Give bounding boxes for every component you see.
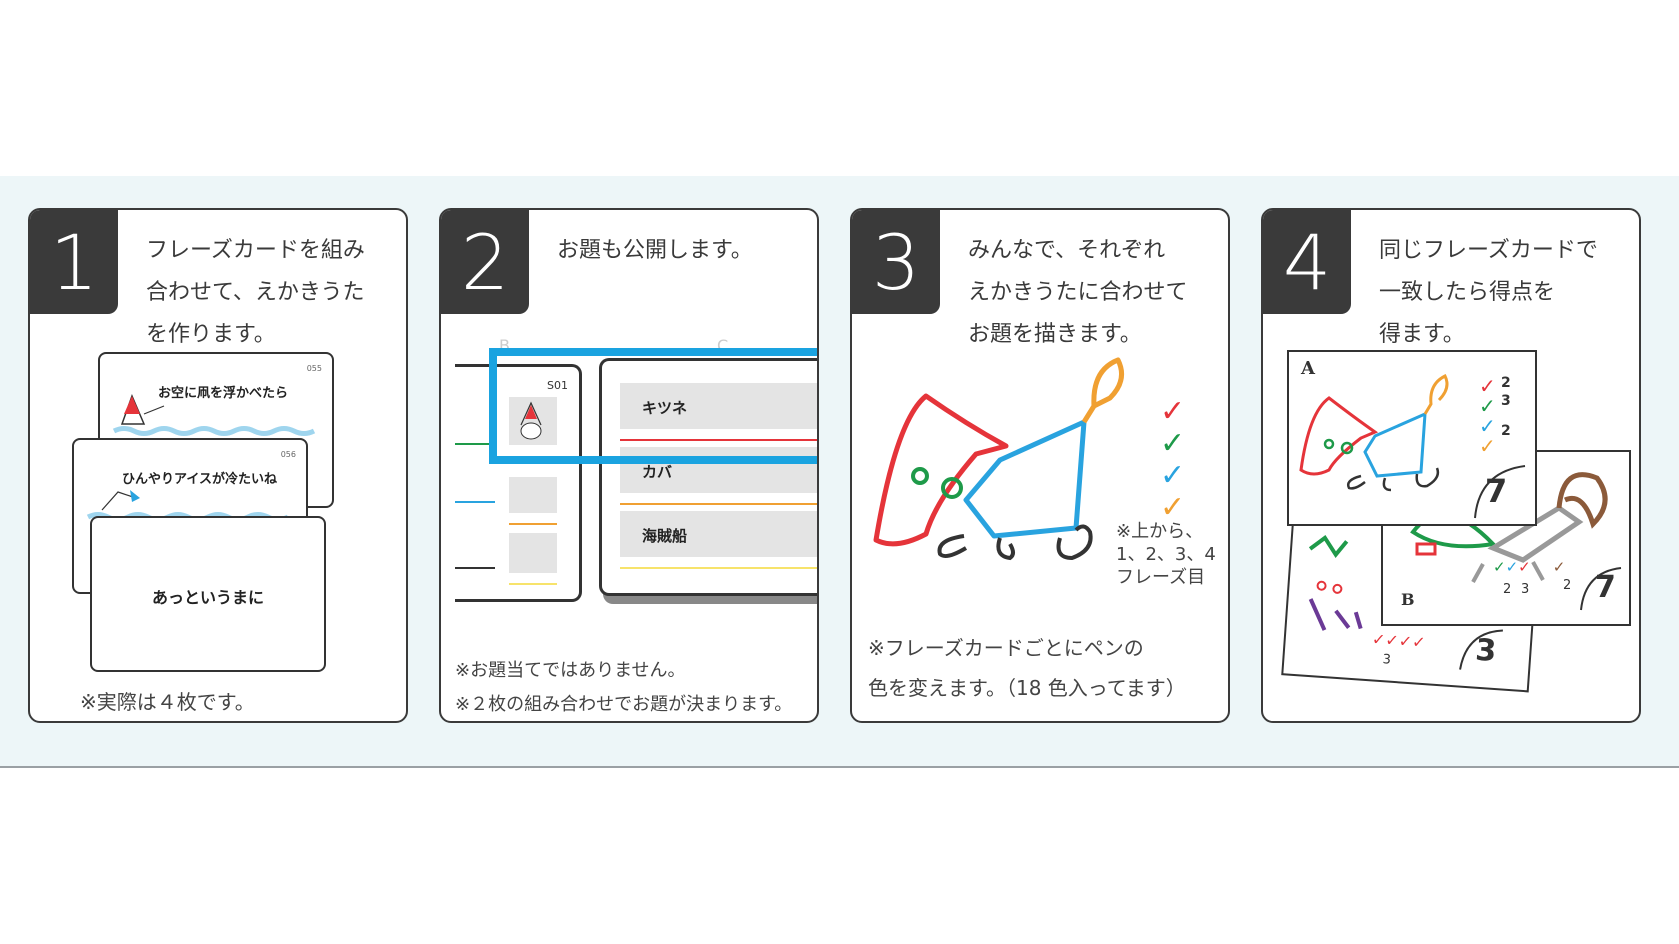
section-letter: B bbox=[499, 336, 510, 355]
score: 7 bbox=[1595, 570, 1616, 605]
step-4-panel: 4 同じフレーズカードで 一致したら得点を 得ます。 C ✓✓✓✓ 3 3 ✓✓… bbox=[1261, 208, 1641, 723]
step-number: 3 bbox=[852, 210, 940, 314]
screen-label: S01 bbox=[547, 379, 568, 392]
fox-drawing bbox=[873, 357, 1125, 561]
step-note: ※２枚の組み合わせでお題が決まります。 bbox=[455, 694, 793, 715]
highlight-frame bbox=[489, 348, 817, 464]
card-number: 055 bbox=[306, 364, 322, 373]
step-number: 2 bbox=[441, 210, 529, 314]
section-letter: C bbox=[717, 336, 729, 355]
card-text: あっというまに bbox=[151, 588, 264, 607]
drawing-sheet: C ✓✓✓✓ 3 3 bbox=[1281, 501, 1541, 693]
step-number: 1 bbox=[30, 210, 118, 314]
drawing-sheet: A ✓ ✓ ✓ ✓ 2 3 2 7 bbox=[1287, 350, 1537, 526]
wave-line bbox=[112, 426, 316, 436]
check-icon: ✓ bbox=[1160, 490, 1186, 525]
topic-label: 海賊船 bbox=[642, 527, 688, 545]
topic-slot: カバ bbox=[620, 447, 817, 493]
check-icon: ✓ bbox=[1160, 426, 1186, 461]
step-note: ※実際は４枚です。 bbox=[80, 690, 255, 714]
step-heading: みんなで、それぞれ えかきうたに合わせて お題を描きます。 bbox=[968, 238, 1188, 347]
order-note: ※上から、 1、2、3、4 フレーズ目 bbox=[1116, 521, 1216, 588]
phrase-card: あっというまに bbox=[90, 516, 326, 672]
step-number: 4 bbox=[1263, 210, 1351, 314]
card-number: 056 bbox=[280, 450, 296, 459]
check-icon: ✓✓✓✓ bbox=[1493, 558, 1566, 576]
pen-color-checks: ✓ ✓ ✓ ✓ bbox=[1160, 396, 1185, 524]
kite-figure-icon bbox=[120, 393, 165, 425]
step-heading: フレーズカードを組み 合わせて、えかきうた を作ります。 bbox=[146, 238, 365, 347]
check-icon: ✓✓✓✓ bbox=[1371, 629, 1427, 653]
sheet-letter: A bbox=[1301, 358, 1315, 379]
tablet-right: キツネ カバ 海賊船 bbox=[599, 358, 817, 596]
step-note: ※フレーズカードごとにペンの 色を変えます。（18 色入ってます） bbox=[868, 636, 1186, 700]
card-text: ひんやりアイスが冷たいね bbox=[122, 472, 277, 487]
step-heading: 同じフレーズカードで 一致したら得点を 得ます。 bbox=[1379, 238, 1598, 347]
sheet-letter: B bbox=[1401, 590, 1415, 609]
step-note: ※お題当てではありません。 bbox=[455, 660, 686, 681]
check-icon: ✓ bbox=[1160, 458, 1186, 493]
pen-color-checks: ✓ ✓ ✓ ✓ bbox=[1479, 374, 1496, 458]
step-2-panel: 2 お題も公開します。 B C S01 キツネ カバ 海 bbox=[439, 208, 819, 723]
step-3-panel: 3 みんなで、それぞれ えかきうたに合わせて お題を描きます。 ✓ ✓ ✓ ✓ … bbox=[850, 208, 1230, 723]
topic-slot: 海賊船 bbox=[620, 511, 817, 557]
kite-figure-icon bbox=[520, 401, 542, 440]
match-marks: 2 3 2 bbox=[1501, 375, 1511, 439]
topic-label: カバ bbox=[642, 463, 673, 481]
step-1-panel: 1 フレーズカードを組み 合わせて、えかきうた を作ります。 055 お空に凧を… bbox=[28, 208, 408, 723]
topic-slot: キツネ bbox=[620, 383, 817, 429]
ice-cream-icon bbox=[101, 490, 140, 511]
card-text: お空に凧を浮かべたら bbox=[158, 386, 289, 401]
topic-label: キツネ bbox=[642, 399, 688, 417]
step-heading: お題も公開します。 bbox=[557, 238, 753, 263]
drawing-thumbnail bbox=[509, 397, 557, 445]
check-icon: ✓ bbox=[1160, 394, 1186, 429]
